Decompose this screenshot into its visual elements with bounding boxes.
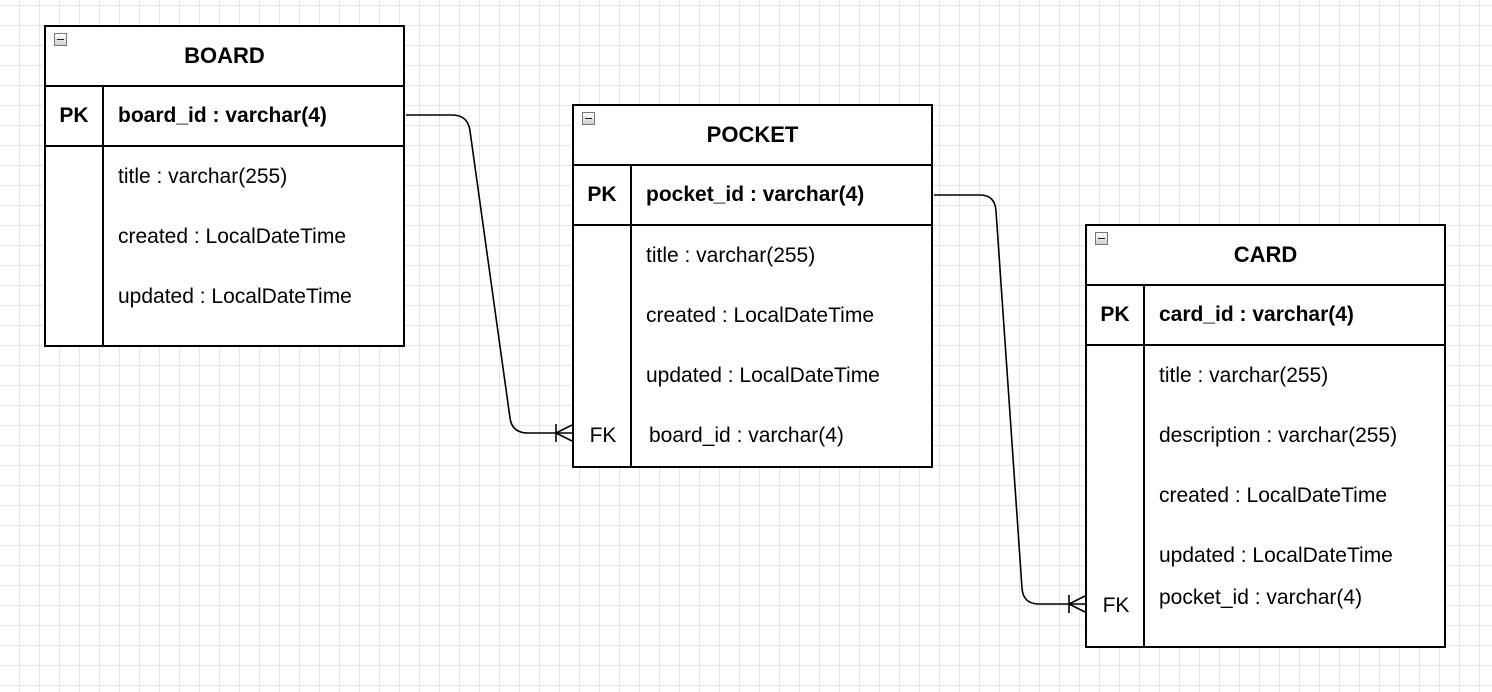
- collapse-icon[interactable]: [54, 33, 67, 46]
- entity-header: POCKET: [574, 106, 931, 166]
- entity-board[interactable]: BOARD PK board_id : varchar(4) title : v…: [44, 25, 405, 347]
- fk-label: FK: [589, 424, 617, 447]
- primary-key-row[interactable]: PK pocket_id : varchar(4): [574, 166, 931, 226]
- collapse-icon[interactable]: [582, 112, 595, 125]
- field-row[interactable]: description : varchar(255): [1159, 424, 1398, 447]
- field-row[interactable]: created : LocalDateTime: [646, 304, 874, 327]
- relationship-board-pocket[interactable]: [406, 114, 572, 434]
- pk-field: pocket_id : varchar(4): [646, 183, 865, 206]
- primary-key-row[interactable]: PK card_id : varchar(4): [1087, 286, 1444, 346]
- field-list: title : varchar(255) created : LocalDate…: [104, 147, 403, 345]
- entity-header: CARD: [1087, 226, 1444, 286]
- entity-header: BOARD: [46, 27, 403, 87]
- pk-label: PK: [1087, 286, 1145, 344]
- relationship-pocket-card[interactable]: [934, 194, 1085, 605]
- entity-pocket[interactable]: POCKET PK pocket_id : varchar(4) FK titl…: [572, 104, 933, 468]
- pk-field: card_id : varchar(4): [1159, 303, 1354, 326]
- collapse-icon[interactable]: [1095, 232, 1108, 245]
- field-row[interactable]: title : varchar(255): [118, 165, 288, 188]
- pk-label: PK: [574, 166, 632, 224]
- entity-body: FK title : varchar(255) created : LocalD…: [574, 226, 931, 466]
- fk-field-row[interactable]: pocket_id : varchar(4): [1159, 586, 1363, 609]
- key-column: FK: [574, 226, 632, 466]
- fk-field-row[interactable]: board_id : varchar(4): [649, 424, 844, 447]
- field-row[interactable]: created : LocalDateTime: [118, 225, 346, 248]
- field-row[interactable]: created : LocalDateTime: [1159, 484, 1387, 507]
- field-row[interactable]: updated : LocalDateTime: [1159, 544, 1393, 567]
- key-column: [46, 147, 104, 345]
- entity-title: POCKET: [706, 122, 799, 147]
- field-list: title : varchar(255) created : LocalDate…: [632, 226, 931, 466]
- field-row[interactable]: title : varchar(255): [1159, 364, 1329, 387]
- fk-label: FK: [1102, 594, 1130, 617]
- field-list: title : varchar(255) description : varch…: [1145, 346, 1444, 646]
- field-row[interactable]: updated : LocalDateTime: [646, 364, 880, 387]
- crow-foot-many-icon: [555, 424, 573, 442]
- entity-body: FK title : varchar(255) description : va…: [1087, 346, 1444, 646]
- crow-foot-many-icon: [1068, 595, 1086, 613]
- field-row[interactable]: updated : LocalDateTime: [118, 285, 352, 308]
- entity-body: title : varchar(255) created : LocalDate…: [46, 147, 403, 345]
- entity-card[interactable]: CARD PK card_id : varchar(4) FK title : …: [1085, 224, 1446, 648]
- field-row[interactable]: title : varchar(255): [646, 244, 816, 267]
- entity-title: CARD: [1233, 242, 1298, 267]
- entity-title: BOARD: [184, 43, 265, 68]
- primary-key-row[interactable]: PK board_id : varchar(4): [46, 87, 403, 147]
- pk-label: PK: [46, 87, 104, 145]
- key-column: FK: [1087, 346, 1145, 646]
- pk-field: board_id : varchar(4): [118, 104, 327, 127]
